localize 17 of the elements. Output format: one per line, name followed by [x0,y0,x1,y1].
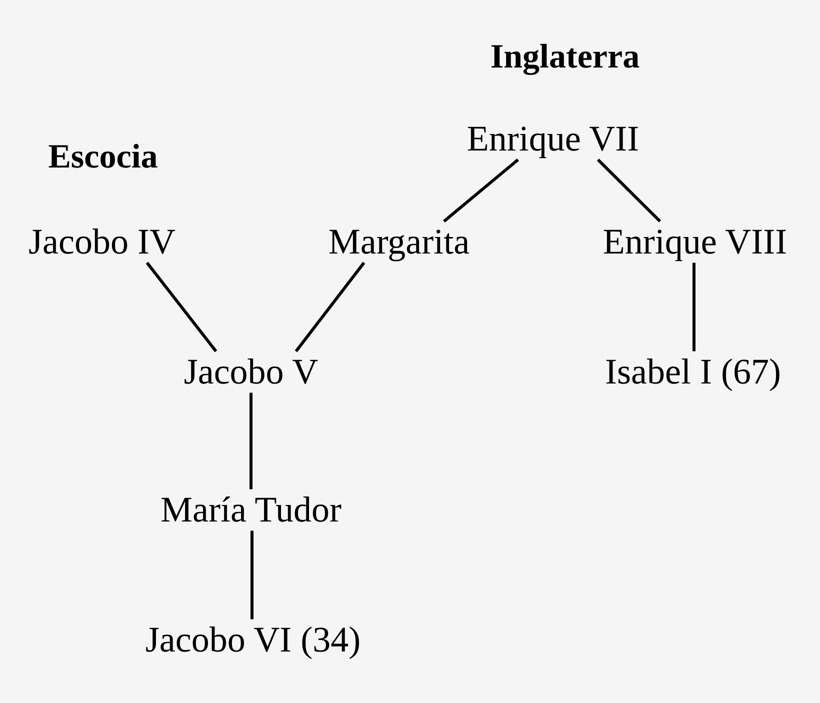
name-text: Margarita [320,221,478,263]
name-text: Jacobo VI (34) [137,619,369,661]
heading-text: Inglaterra [489,37,641,77]
family-line [294,262,366,352]
family-line [250,392,252,490]
name-text: Jacobo IV [20,221,184,263]
family-line [443,158,519,222]
name-text: Enrique VIII [594,221,796,263]
family-line [596,158,662,222]
name-text: María Tudor [152,489,350,531]
family-line [250,530,254,620]
name-text: Jacobo V [176,351,326,393]
heading-text: Escocia [47,137,159,177]
family-line [692,262,696,352]
name-text: Enrique VII [458,118,648,160]
family-line [146,262,218,352]
name-text: Isabel I (67) [597,351,789,393]
